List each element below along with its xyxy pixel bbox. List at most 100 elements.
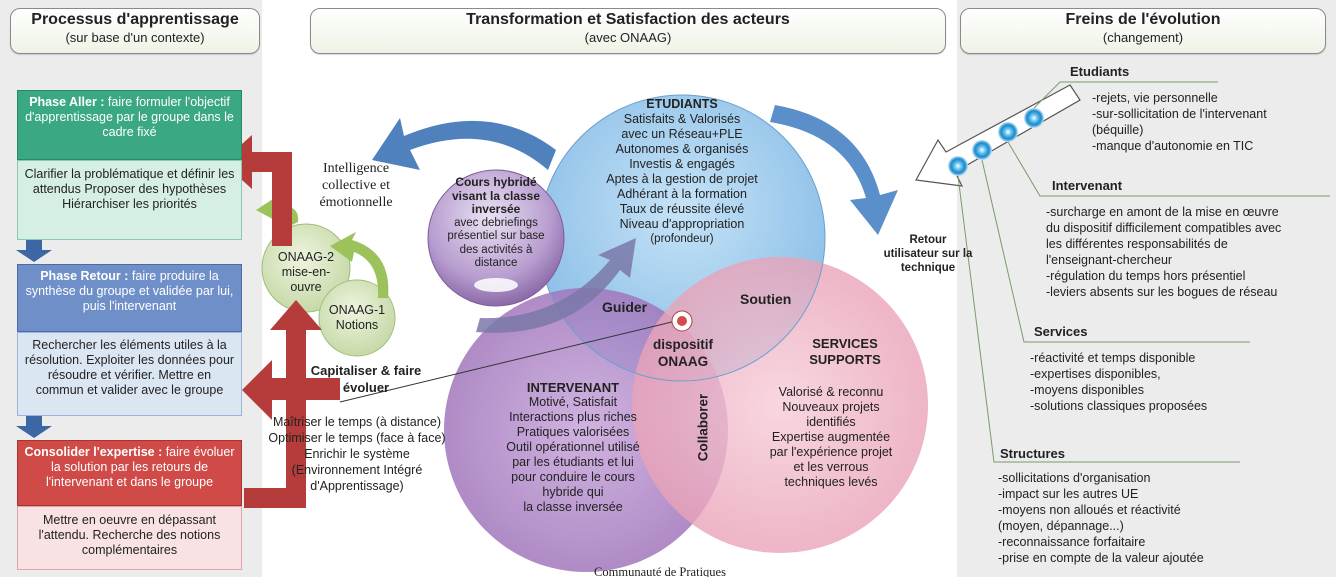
left-header-subtitle: (sur base d'un contexte) (65, 30, 205, 45)
freins-dot-1 (1024, 108, 1044, 128)
right-header: Freins de l'évolution (changement) (960, 8, 1326, 54)
consolider-box: Consolider l'expertise : faire évoluer l… (17, 440, 242, 506)
etudiants-title: ETUDIANTS (646, 97, 718, 111)
intervenant-line-2: Pratiques valorisées (516, 425, 630, 439)
freins-intervenant-item-4: -régulation du temps hors présentiel (1046, 269, 1246, 283)
middle-header-title: Transformation et Satisfaction des acteu… (466, 11, 790, 28)
retour-label: Retour utilisateur sur la technique (883, 234, 973, 274)
freins-etudiants-list: -rejets, vie personnelle -sur-sollicitat… (1092, 90, 1267, 154)
freins-etudiants-item-1: -sur-sollicitation de l'intervenant (1092, 107, 1267, 121)
intervenant-line-1: Interactions plus riches (509, 410, 637, 424)
phase-aller-detail: Clarifier la problématique et définir le… (24, 167, 235, 211)
freins-services-list: -réactivité et temps disponible -experti… (1030, 350, 1207, 414)
cours-hybride-text: Cours hybridé visant la classe inversée … (438, 175, 554, 271)
etudiants-line-6: Taux de réussite élevé (619, 202, 745, 216)
freins-services-item-2: -moyens disponibles (1030, 383, 1144, 397)
connector-etudiants (1033, 81, 1218, 109)
collaborer-label: Collaborer (695, 393, 711, 462)
intervenant-line-5: pour conduire le cours (511, 470, 635, 484)
intervenant-line-4: par les étudiants et lui (512, 455, 634, 469)
phase-aller-detail-box: Clarifier la problématique et définir le… (17, 160, 242, 240)
freins-services-item-3: -solutions classiques proposées (1030, 399, 1208, 413)
services-line-6: techniques levés (784, 475, 878, 489)
freins-structures-item-1: -impact sur les autres UE (998, 487, 1139, 501)
etudiants-line-0: Satisfaits & Valorisés (623, 112, 741, 126)
phase-retour-title: Phase Retour : (40, 269, 129, 283)
phase-retour-detail: Rechercher les éléments utiles à la réso… (24, 338, 235, 397)
phase-retour-box: Phase Retour : faire produire la synthès… (17, 264, 242, 332)
etudiants-line-4: Aptes à la gestion de projet (606, 172, 758, 186)
freins-intervenant-list: -surcharge en amont de la mise en œuvre … (1046, 204, 1281, 300)
intervenant-title: INTERVENANT (526, 380, 620, 395)
consolider-detail: Mettre en oeuvre en dépassant l'attendu.… (38, 513, 221, 557)
freins-etudiants-title: Etudiants (1070, 64, 1130, 79)
blue-down-arrow-2 (16, 414, 52, 438)
services-line-0: Valorisé & reconnu (778, 385, 884, 399)
intervenant-line-3: Outil opérationnel utilisé (506, 440, 640, 454)
right-header-title: Freins de l'évolution (1065, 11, 1221, 28)
services-line-4: par l'expérience projet (769, 445, 893, 459)
left-header: Processus d'apprentissage (sur base d'un… (10, 8, 260, 54)
consolider-text: faire évoluer la solution par les retour… (45, 445, 235, 489)
connector-intervenant (1007, 141, 1330, 197)
freins-intervenant-item-0: -surcharge en amont de la mise en œuvre (1046, 205, 1279, 219)
maitriser-text: Maîtriser le temps (à distance) Optimise… (268, 415, 446, 493)
inner-curved-arrow (476, 238, 636, 333)
onaag1-label: ONAAG-1 Notions (328, 303, 386, 332)
freins-structures-item-3: (moyen, dépannage...) (998, 519, 1124, 533)
freins-etudiants-item-2: (béquille) (1092, 123, 1144, 137)
phase-aller-text: faire formuler l'objectif d'apprentissag… (25, 95, 234, 139)
freins-dot-3 (972, 140, 992, 160)
onaag1-circle (318, 279, 396, 357)
freins-structures-title: Structures (1000, 446, 1066, 461)
freins-services-title: Services (1034, 324, 1088, 339)
intervenant-line-7: la classe inversée (523, 500, 623, 514)
freins-etudiants-item-3: -manque d'autonomie en TIC (1092, 139, 1254, 153)
intelligence-label: Intelligence collective et émotionnelle (319, 161, 393, 210)
services-circle (632, 257, 928, 553)
cours-hybride-title: Cours hybridé visant la classe inversée (451, 175, 541, 216)
middle-header-subtitle: (avec ONAAG) (584, 30, 672, 45)
phase-aller-title: Phase Aller : (29, 95, 105, 109)
freins-intervenant-item-5: -leviers absents sur les bogues de résea… (1046, 285, 1278, 299)
etudiants-line-7: Niveau d'appropriation (619, 217, 745, 231)
dispositif-label: dispositif ONAAG (653, 337, 713, 369)
services-line-3: Expertise augmentée (771, 430, 891, 444)
services-text: Valorisé & reconnu Nouveaux projets iden… (756, 385, 906, 490)
freins-dot-4 (948, 156, 968, 176)
freins-intervenant-title: Intervenant (1052, 178, 1123, 193)
intervenant-text: INTERVENANT Motivé, Satisfait Interactio… (484, 380, 662, 515)
left-curved-arrow (372, 118, 556, 170)
etudiants-line-3: Investis & engagés (629, 157, 735, 171)
guider-label: Guider (602, 299, 648, 315)
consolider-detail-box: Mettre en oeuvre en dépassant l'attendu.… (17, 506, 242, 570)
cours-hybride-desc: avec debriefings présentiel sur base des… (447, 216, 545, 270)
phase-retour-detail-box: Rechercher les éléments utiles à la réso… (17, 332, 242, 416)
onaag2-label: ONAAG-2 mise-en-ouvre (277, 250, 335, 294)
freins-structures-item-4: -reconnaissance forfaitaire (998, 535, 1146, 549)
green-arrow-onaag1 (330, 232, 389, 298)
consolider-title: Consolider l'expertise : (24, 445, 163, 459)
blue-down-arrow-1 (16, 238, 52, 262)
right-header-subtitle: (changement) (1102, 30, 1184, 45)
etudiants-line-2: Autonomes & organisés (615, 142, 749, 156)
capitaliser-label: Capitaliser & faire évoluer (310, 363, 422, 395)
etudiants-line-8: (profondeur) (650, 233, 714, 245)
etudiants-line-5: Adhérant à la formation (617, 187, 747, 201)
freins-structures-item-0: -sollicitations d'organisation (998, 471, 1151, 485)
freins-services-item-0: -réactivité et temps disponible (1030, 351, 1196, 365)
soutien-label: Soutien (740, 291, 792, 307)
services-line-1: Nouveaux projets (782, 400, 880, 414)
intervenant-line-0: Motivé, Satisfait (528, 395, 618, 409)
left-header-title: Processus d'apprentissage (31, 11, 239, 28)
freins-dot-2 (998, 122, 1018, 142)
services-line-2: identifiés (806, 415, 856, 429)
etudiants-text: ETUDIANTS Satisfaits & Valorisés avec un… (592, 97, 772, 247)
freins-structures-item-5: -prise en compte de la valeur ajoutée (998, 551, 1204, 565)
connector-structures (957, 175, 1240, 463)
dispositif-target-inner (677, 316, 687, 326)
bubble-highlight (474, 278, 518, 292)
freins-intervenant-item-2: les différentes responsabilités de (1046, 237, 1228, 251)
middle-header: Transformation et Satisfaction des acteu… (310, 8, 946, 54)
